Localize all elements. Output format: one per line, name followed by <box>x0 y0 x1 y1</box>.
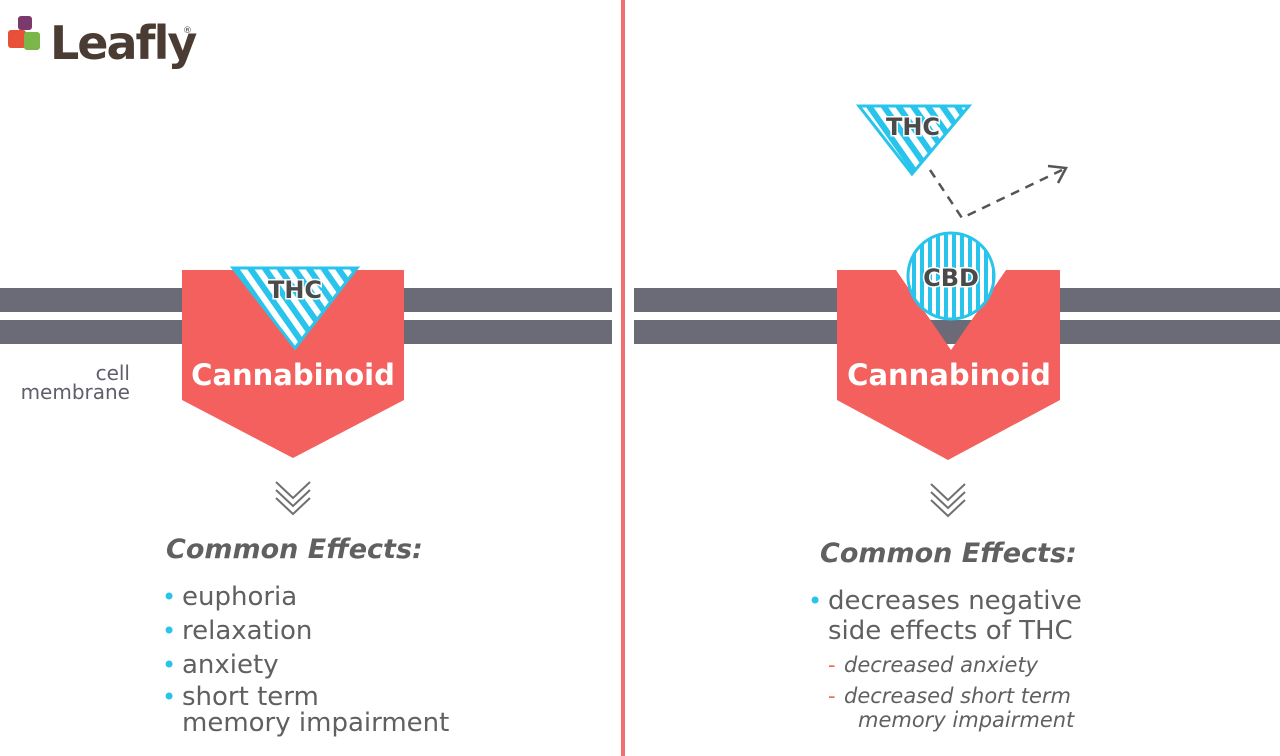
receptor-label-left: Cannabinoid <box>191 358 395 392</box>
logo-mark-green <box>24 32 40 50</box>
effects-title-right: Common Effects: <box>820 538 1077 569</box>
logo-mark-purple <box>18 16 32 30</box>
effects-list-left: •euphoria •relaxation •anxiety •short te… <box>162 582 582 736</box>
list-item: •anxiety <box>162 650 279 680</box>
list-item: •euphoria <box>162 582 298 612</box>
thc-label-left: THC <box>268 276 322 304</box>
effects-title-left: Common Effects: <box>166 534 423 565</box>
logo-registered-mark: ® <box>183 26 192 36</box>
list-item: -decreased anxiety <box>828 653 1039 677</box>
cell-membrane-label-line2: membrane <box>20 380 130 404</box>
thc-triangle-right <box>855 104 973 177</box>
thc-label-right: THC <box>886 113 940 141</box>
dash-icon: - <box>828 653 836 677</box>
cbd-circle <box>906 231 996 321</box>
list-item: •relaxation <box>162 616 313 646</box>
cbd-label: CBD <box>923 264 979 292</box>
bullet-icon: • <box>808 587 823 615</box>
bullet-icon: • <box>162 617 177 645</box>
chevron-down-triple-icon <box>275 481 311 516</box>
receptor-label-right: Cannabinoid <box>847 358 1051 392</box>
thc-triangle-left <box>229 266 361 351</box>
receptor-right <box>837 270 1060 460</box>
cell-membrane-label-line1: cell <box>95 361 130 385</box>
dash-icon: - <box>828 684 836 708</box>
logo-mark-red <box>8 30 26 48</box>
receptor-left <box>182 270 404 458</box>
logo-wordmark: Leafly <box>50 16 197 70</box>
leafly-logo[interactable]: Leafly ® <box>6 12 206 72</box>
cell-membrane-label: cell membrane <box>6 361 130 404</box>
dashed-arrow-icon <box>928 164 1068 220</box>
bullet-icon: • <box>162 583 177 611</box>
panel-divider <box>621 0 625 756</box>
chevron-down-triple-icon <box>930 483 966 518</box>
sub-effects-list-right: -decreased anxiety -decreased short term… <box>828 653 1248 732</box>
bullet-icon: • <box>162 651 177 679</box>
bullet-icon: • <box>162 683 177 711</box>
membrane-lower-right <box>634 320 1280 344</box>
